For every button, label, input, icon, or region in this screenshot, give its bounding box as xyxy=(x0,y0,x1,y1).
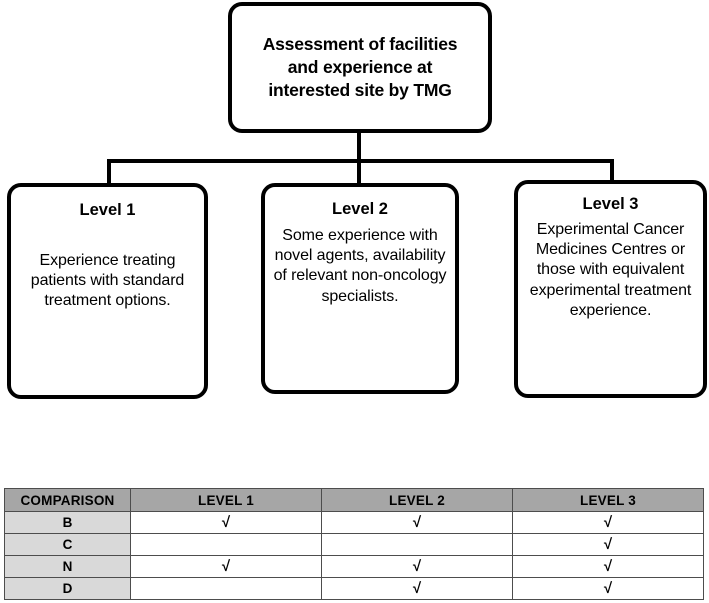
table-row-label: C xyxy=(4,533,131,556)
table-header-level-2: LEVEL 2 xyxy=(321,488,513,512)
table-cell-check: √ xyxy=(512,577,704,600)
connector-drop-level-2 xyxy=(357,159,361,185)
table-row-label: D xyxy=(4,577,131,600)
table-row: C√ xyxy=(4,533,704,556)
comparison-table: COMPARISON LEVEL 1 LEVEL 2 LEVEL 3 B√√√C… xyxy=(4,488,704,600)
table-row-label: N xyxy=(4,555,131,578)
table-cell-check: √ xyxy=(512,555,704,578)
table-cell-check: √ xyxy=(321,577,513,600)
level-1-body: Experience treating patients with standa… xyxy=(30,251,185,310)
table-row: B√√√ xyxy=(4,511,704,534)
level-2-title: Level 2 xyxy=(332,200,388,218)
level-1-title: Level 1 xyxy=(79,201,136,219)
table-header-level-1: LEVEL 1 xyxy=(130,488,322,512)
table-cell-check: √ xyxy=(321,511,513,534)
table-row: D √√ xyxy=(4,577,704,600)
level-3-body: Experimental Cancer Medicines Centres or… xyxy=(529,220,692,320)
root-node-title: Assessment of facilities and experience … xyxy=(262,33,458,101)
root-node: Assessment of facilities and experience … xyxy=(228,2,492,133)
table-row-label: B xyxy=(4,511,131,534)
table-header-comparison: COMPARISON xyxy=(4,488,131,512)
connector-stem-vertical xyxy=(357,131,361,162)
table-header-level-3: LEVEL 3 xyxy=(512,488,704,512)
level-3-title: Level 3 xyxy=(582,195,639,213)
table-cell-check: √ xyxy=(130,511,322,534)
table-header-row: COMPARISON LEVEL 1 LEVEL 2 LEVEL 3 xyxy=(4,488,704,512)
level-2-body: Some experience with novel agents, avail… xyxy=(273,226,447,305)
connector-drop-level-3 xyxy=(610,159,614,183)
connector-drop-level-1 xyxy=(107,159,111,185)
table-cell-check: √ xyxy=(130,555,322,578)
table-cell-empty xyxy=(321,533,513,556)
table-cell-empty xyxy=(130,577,322,600)
table-cell-empty xyxy=(130,533,322,556)
level-3-node: Level 3 Experimental Cancer Medicines Ce… xyxy=(514,180,707,398)
level-1-node: Level 1 Experience treating patients wit… xyxy=(7,183,208,399)
table-cell-check: √ xyxy=(512,533,704,556)
level-2-node: Level 2 Some experience with novel agent… xyxy=(261,183,459,394)
table-row: N√√√ xyxy=(4,555,704,578)
table-cell-check: √ xyxy=(321,555,513,578)
table-cell-check: √ xyxy=(512,511,704,534)
